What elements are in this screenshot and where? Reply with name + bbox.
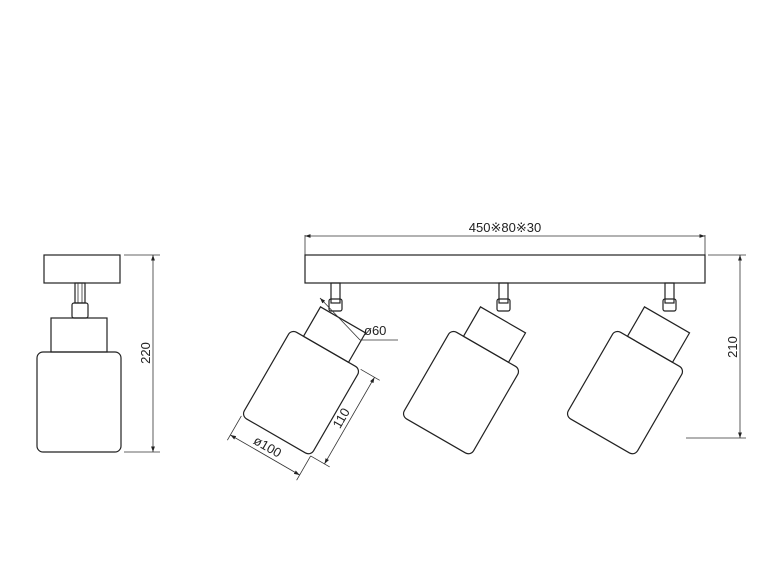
spot-2-stem — [498, 282, 509, 304]
spot-2-shade — [402, 330, 520, 455]
side-base-plate — [43, 254, 121, 284]
side-holder — [50, 317, 108, 353]
spot-3-stem — [664, 282, 675, 304]
side-view — [36, 254, 122, 453]
shade-length-dimension: 110 — [310, 368, 380, 468]
spot-1 — [242, 282, 367, 455]
shade-length-label: 110 — [329, 405, 352, 430]
spot-3 — [566, 282, 691, 455]
spot-3-joint — [662, 298, 677, 312]
side-swivel-stem — [74, 282, 86, 304]
front-height-dimension: 210 — [686, 254, 746, 439]
spot-1-joint — [328, 298, 343, 312]
spot-2 — [402, 282, 527, 455]
holder-diameter-dimension: ø60 — [319, 297, 398, 341]
spot-3-shade — [566, 330, 684, 455]
side-height-dimension: 220 — [124, 254, 160, 453]
front-height-label: 210 — [725, 336, 740, 358]
mounting-bar — [304, 254, 706, 284]
side-height-label: 220 — [138, 342, 153, 364]
side-joint-knob — [71, 302, 89, 319]
bar-size-label: 450※80※30 — [469, 220, 541, 235]
spot-1-stem — [330, 282, 341, 304]
side-shade — [36, 351, 122, 453]
bar-length-dimension: 450※80※30 — [304, 220, 706, 255]
spot-2-joint — [496, 298, 511, 312]
holder-diameter-label: ø60 — [364, 323, 386, 338]
